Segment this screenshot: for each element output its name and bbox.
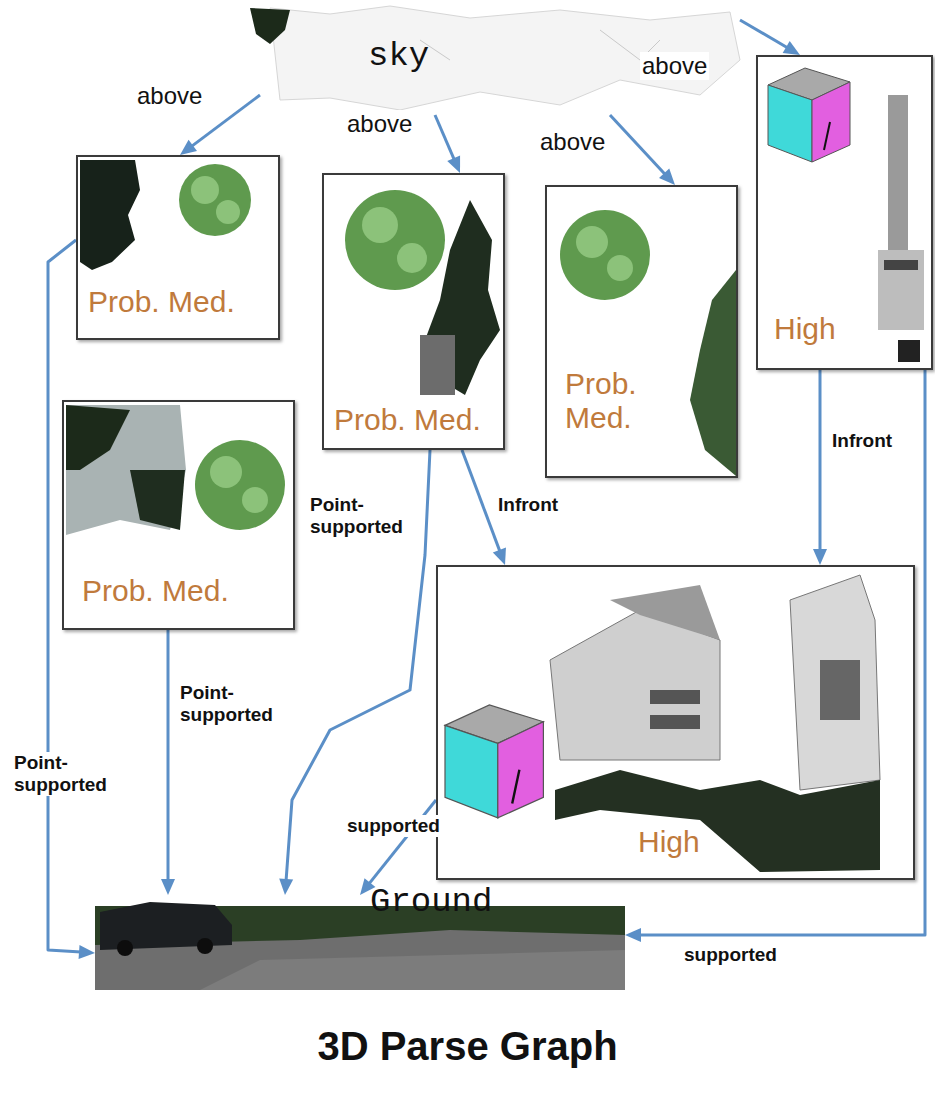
relation-label: above: [640, 52, 709, 80]
node-label: Prob. Med.: [82, 574, 229, 608]
relation-line: [48, 240, 81, 952]
node-label: High: [774, 312, 836, 346]
relation-line: [369, 800, 436, 884]
diagram-title: 3D Parse Graph: [0, 1024, 935, 1069]
relation-line: [639, 370, 925, 935]
relation-label: Infront: [496, 494, 560, 516]
object-box: Prob. Med.: [545, 185, 738, 478]
relation-label: Infront: [830, 430, 894, 452]
relation-arrow: [610, 115, 675, 185]
relation-arrow: [625, 370, 925, 942]
object-box: Prob. Med.: [322, 173, 505, 450]
node-label: Prob. Med.: [88, 285, 235, 319]
relation-line: [610, 115, 665, 175]
arrow-head: [180, 140, 197, 155]
arrow-head: [493, 548, 506, 565]
node-label: Prob. Med.: [334, 403, 481, 437]
relation-line: [740, 20, 788, 48]
node-label: sky: [368, 37, 429, 75]
relation-line: [167, 630, 170, 881]
object-box: Prob. Med.: [62, 400, 295, 630]
arrow-head: [659, 169, 675, 185]
relation-line: [462, 450, 500, 552]
relation-label: supported: [345, 815, 442, 837]
arrow-head: [279, 879, 293, 895]
relation-label: above: [345, 110, 414, 138]
node-label: Prob. Med.: [565, 367, 675, 435]
relation-label: Point-supported: [308, 494, 424, 538]
node-label: Ground: [370, 883, 492, 921]
relation-arrow: [435, 115, 460, 173]
relation-arrow: [161, 630, 175, 895]
relation-label: Point-supported: [12, 752, 128, 796]
relation-arrow: [813, 370, 827, 565]
relation-label: supported: [682, 944, 779, 966]
arrow-head: [813, 549, 827, 565]
arrow-head: [161, 879, 175, 895]
object-box: Prob. Med.: [76, 155, 280, 340]
arrow-head: [79, 945, 95, 959]
relation-label: Point-supported: [178, 682, 294, 726]
object-box: High: [436, 565, 915, 880]
relation-arrow: [740, 20, 800, 55]
relation-line: [819, 370, 822, 551]
relation-label: above: [135, 82, 204, 110]
relation-label: above: [538, 128, 607, 156]
node-label: High: [638, 825, 700, 859]
arrow-head: [783, 41, 800, 55]
arrow-head: [447, 156, 460, 173]
arrow-head: [625, 928, 641, 942]
object-box: High: [756, 55, 933, 370]
relation-line: [435, 115, 454, 160]
ground-region: Ground: [95, 895, 625, 990]
